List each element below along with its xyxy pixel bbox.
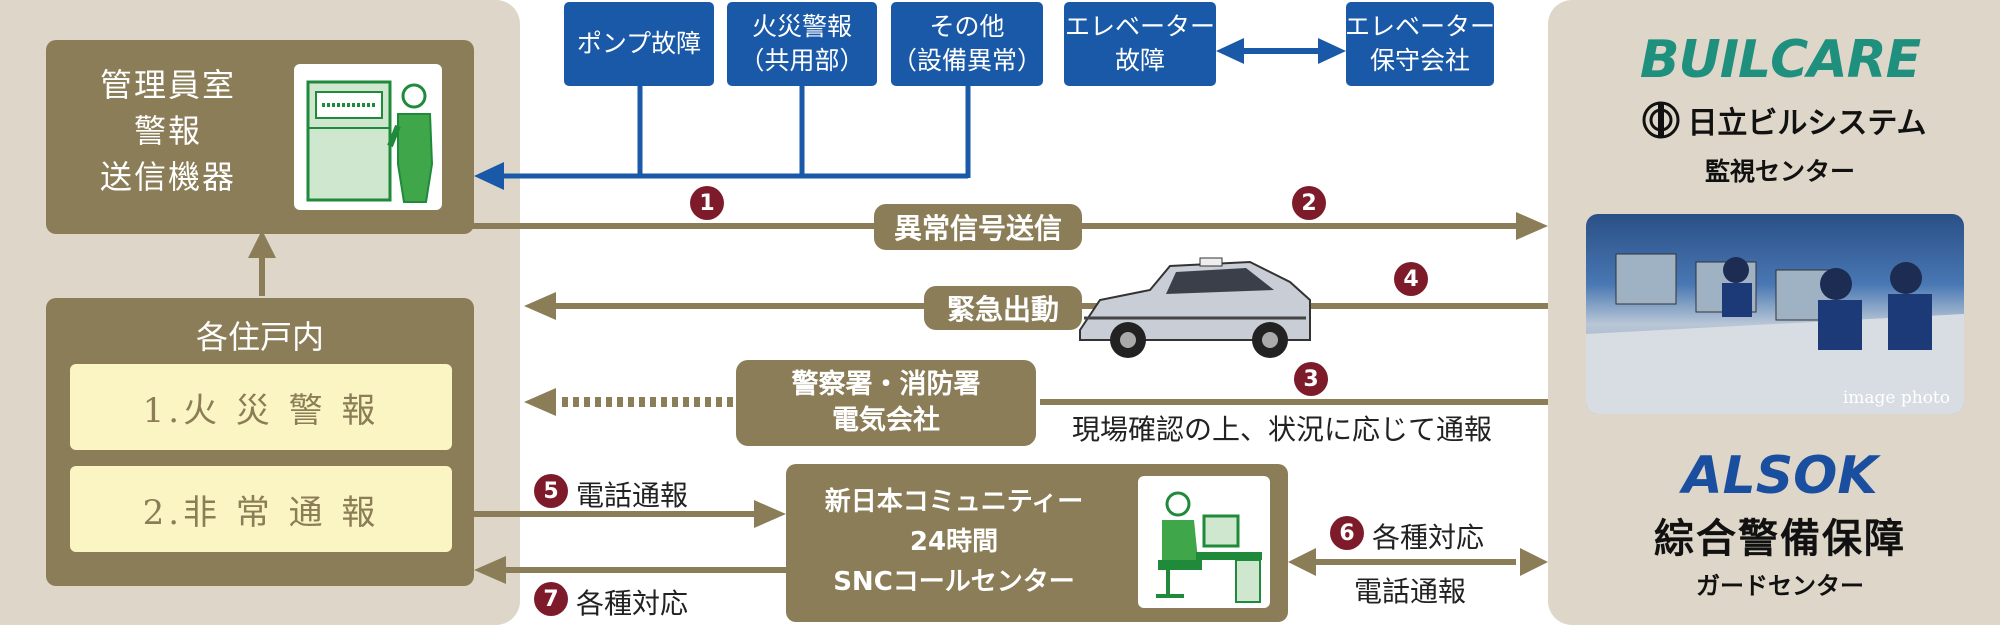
- pump-fault-label: ポンプ故障: [576, 29, 702, 58]
- various-response-label: 各種対応: [576, 587, 689, 620]
- monitor-center-label: 監視センター: [1704, 157, 1855, 186]
- alarm-source-other: その他 （設備異常）: [891, 2, 1043, 86]
- hitachi-logo-text: 日立ビルシステム: [1687, 106, 1927, 141]
- police-fire-label: 警察署・消防署 電気会社: [791, 369, 981, 436]
- step-3: 3: [1294, 362, 1328, 396]
- phone-report-label: 電話通報: [576, 479, 689, 512]
- alarm-source-pump: ポンプ故障: [564, 2, 714, 86]
- step-6: 6: [1330, 516, 1364, 550]
- emergency-call-item: 2.非 常 通 報: [70, 466, 452, 552]
- alsok-company-name: 綜合警備保障: [1654, 515, 1906, 562]
- report-note: 現場確認の上、状況に応じて通報: [1072, 413, 1493, 446]
- operator-icon: [1156, 491, 1262, 603]
- call-center-title: 新日本コミュニティー 24時間 SNCコールセンター: [824, 487, 1084, 597]
- police-fire-box: 警察署・消防署 電気会社: [736, 360, 1036, 446]
- elevator-company-label: エレベーター 保守会社: [1345, 12, 1496, 75]
- elevator-fault-box: エレベーター 故障: [1064, 2, 1216, 86]
- units-box: 各住戸内 1.火 災 警 報 2.非 常 通 報: [46, 298, 474, 586]
- step-4: 4: [1394, 262, 1428, 296]
- hitachi-emblem-icon: [1642, 101, 1680, 139]
- fire-alarm-label: 火災警報 （共用部）: [739, 12, 865, 75]
- step-2: 2: [1292, 186, 1326, 220]
- step-1: 1: [690, 186, 724, 220]
- photo-caption: image photo: [1842, 388, 1950, 408]
- builcare-logo: BUILCARE: [1639, 30, 1921, 90]
- blue-arrowhead: [474, 162, 504, 190]
- fire-alarm-item: 1.火 災 警 報: [70, 364, 452, 450]
- alarm-device-illustration: [294, 64, 442, 210]
- abnormal-signal-label: 異常信号送信: [874, 204, 1082, 250]
- alsok-logo: ALSOK: [1682, 446, 1878, 506]
- step-7: 7: [534, 582, 568, 616]
- manager-room-box: 管理員室 警報 送信機器: [46, 40, 474, 234]
- alarm-source-fire: 火災警報 （共用部）: [727, 2, 877, 86]
- alarm-device-icon: [306, 80, 434, 203]
- call-center-box: 新日本コミュニティー 24時間 SNCコールセンター: [786, 464, 1288, 622]
- right-phone-label: 電話通報: [1354, 575, 1467, 608]
- operator-illustration: [1138, 476, 1270, 608]
- monitoring-room-illustration: [1586, 253, 1964, 414]
- other-equipment-label: その他 （設備異常）: [891, 12, 1042, 75]
- elevator-fault-label: エレベーター 故障: [1064, 12, 1215, 75]
- monitoring-photo: image photo: [1586, 214, 1964, 414]
- guard-center-label: ガードセンター: [1696, 572, 1864, 600]
- units-title: 各住戸内: [195, 318, 324, 356]
- elevator-company-box: エレベーター 保守会社: [1345, 2, 1496, 86]
- step-5: 5: [534, 474, 568, 508]
- manager-room-title: 管理員室 警報 送信機器: [99, 66, 236, 196]
- emergency-dispatch-label: 緊急出動: [924, 286, 1082, 330]
- right-response-label: 各種対応: [1372, 521, 1485, 554]
- hitachi-logo-row: 日立ビルシステム: [1634, 98, 1934, 142]
